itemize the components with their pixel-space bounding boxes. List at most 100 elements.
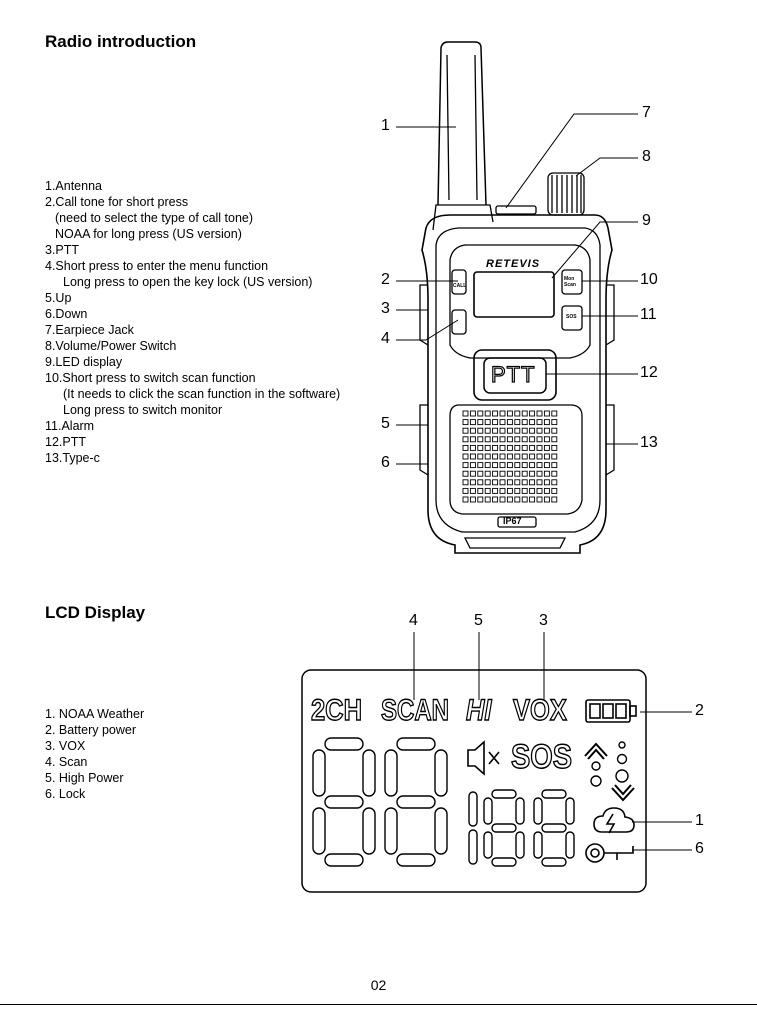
speaker-hole (499, 427, 506, 434)
lcd-segment (324, 795, 364, 809)
speaker-hole (462, 470, 469, 477)
list-item: 4. Scan (45, 755, 88, 769)
speaker-hole (499, 496, 506, 503)
list-item: 3.PTT (45, 243, 80, 257)
callout-2: 2 (381, 271, 390, 288)
speaker-hole (521, 444, 528, 451)
speaker-hole (551, 436, 558, 443)
list-item: 11.Alarm (45, 419, 95, 433)
speaker-mute-icon (467, 740, 500, 776)
speaker-hole (521, 427, 528, 434)
speaker-hole (521, 419, 528, 426)
speaker-hole (477, 419, 484, 426)
list-item: 12.PTT (45, 435, 86, 449)
speaker-hole (529, 496, 536, 503)
callout-9: 9 (642, 212, 651, 229)
speaker-hole (499, 470, 506, 477)
lcd-callout-6: 6 (695, 840, 704, 857)
lcd-segment (541, 857, 567, 867)
speaker-hole (506, 487, 513, 494)
speaker-hole (477, 427, 484, 434)
speaker-hole (514, 453, 521, 460)
callout-3: 3 (381, 300, 390, 317)
lcd-segment (312, 749, 326, 797)
speaker-hole (514, 419, 521, 426)
ip-rating-label: IP67 (503, 516, 522, 526)
lcd-high-power-label: HI (465, 693, 492, 727)
speaker-hole (529, 470, 536, 477)
radio-feature-list: 1.Antenna 2.Call tone for short press (n… (45, 178, 340, 466)
callout-12: 12 (640, 364, 658, 381)
battery-icon (585, 699, 637, 723)
lcd-callout-1: 1 (695, 812, 704, 829)
speaker-hole (551, 444, 558, 451)
speaker-hole (551, 427, 558, 434)
lcd-segment (362, 807, 376, 855)
speaker-hole (492, 470, 499, 477)
speaker-hole (484, 444, 491, 451)
speaker-hole (551, 462, 558, 469)
speaker-hole (506, 419, 513, 426)
speaker-hole (469, 496, 476, 503)
list-item: 6.Down (45, 307, 88, 321)
speaker-hole (484, 496, 491, 503)
lcd-panel (301, 669, 647, 893)
speaker-hole (521, 470, 528, 477)
speaker-hole (514, 444, 521, 451)
speaker-hole (469, 410, 476, 417)
speaker-hole (484, 462, 491, 469)
speaker-hole (469, 470, 476, 477)
lcd-segment (483, 831, 493, 859)
list-item: NOAA for long press (US version) (55, 227, 242, 241)
speaker-hole (514, 487, 521, 494)
speaker-hole (469, 427, 476, 434)
speaker-hole (492, 496, 499, 503)
list-item: 13.Type-c (45, 451, 100, 465)
lcd-segment (362, 749, 376, 797)
speaker-hole (536, 487, 543, 494)
callout-8: 8 (642, 148, 651, 165)
list-item: 1.Antenna (45, 179, 102, 193)
speaker-hole (506, 436, 513, 443)
speaker-hole (499, 453, 506, 460)
list-item: 3. VOX (45, 739, 86, 753)
speaker-hole (551, 410, 558, 417)
list-item: (It needs to click the scan function in … (63, 387, 341, 401)
speaker-hole (492, 453, 499, 460)
speaker-hole (506, 410, 513, 417)
speaker-hole (543, 419, 550, 426)
speaker-hole (469, 444, 476, 451)
speaker-hole (484, 436, 491, 443)
speaker-hole (529, 410, 536, 417)
speaker-hole (462, 453, 469, 460)
speaker-hole (551, 479, 558, 486)
speaker-hole (477, 436, 484, 443)
speaker-hole (514, 470, 521, 477)
ptt-button-label: PTT (490, 361, 536, 387)
lcd-scan-label: SCAN (380, 693, 450, 727)
speaker-hole (499, 487, 506, 494)
list-item: 10.Short press to switch scan function (45, 371, 256, 385)
speaker-hole (543, 496, 550, 503)
list-item: 9.LED display (45, 355, 123, 369)
speaker-hole (514, 427, 521, 434)
speaker-hole (484, 410, 491, 417)
speaker-hole (529, 487, 536, 494)
mon-scan-button-label: Mon Scan (564, 276, 576, 288)
speaker-hole (514, 496, 521, 503)
signal-dots-icon (590, 741, 629, 787)
speaker-hole (514, 479, 521, 486)
sos-button-label: SOS (566, 314, 577, 320)
speaker-hole (514, 462, 521, 469)
speaker-hole (521, 453, 528, 460)
speaker-hole (543, 444, 550, 451)
speaker-hole (506, 470, 513, 477)
list-item: 1. NOAA Weather (45, 707, 145, 721)
lcd-segment (483, 797, 493, 825)
lcd-vox-label: VOX (512, 693, 567, 727)
speaker-hole (521, 410, 528, 417)
speaker-hole (492, 436, 499, 443)
lcd-segment (384, 749, 398, 797)
